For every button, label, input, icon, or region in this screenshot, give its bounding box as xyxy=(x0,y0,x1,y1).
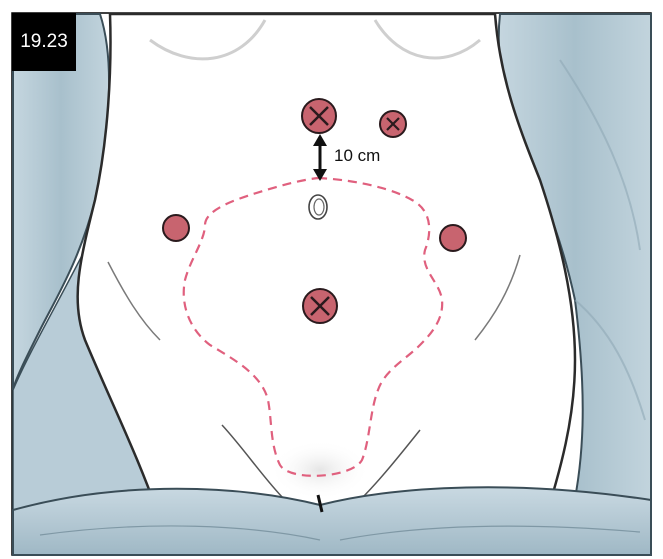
port-site-center-x xyxy=(303,289,337,323)
port-site-upper-right-x xyxy=(380,111,406,137)
measurement-label: 10 cm xyxy=(334,146,380,166)
port-site-left xyxy=(163,215,189,241)
pubic-shading xyxy=(270,440,370,500)
figure-number-label: 19.23 xyxy=(12,13,76,71)
port-site-upper-x xyxy=(302,99,336,133)
port-site-right xyxy=(440,225,466,251)
